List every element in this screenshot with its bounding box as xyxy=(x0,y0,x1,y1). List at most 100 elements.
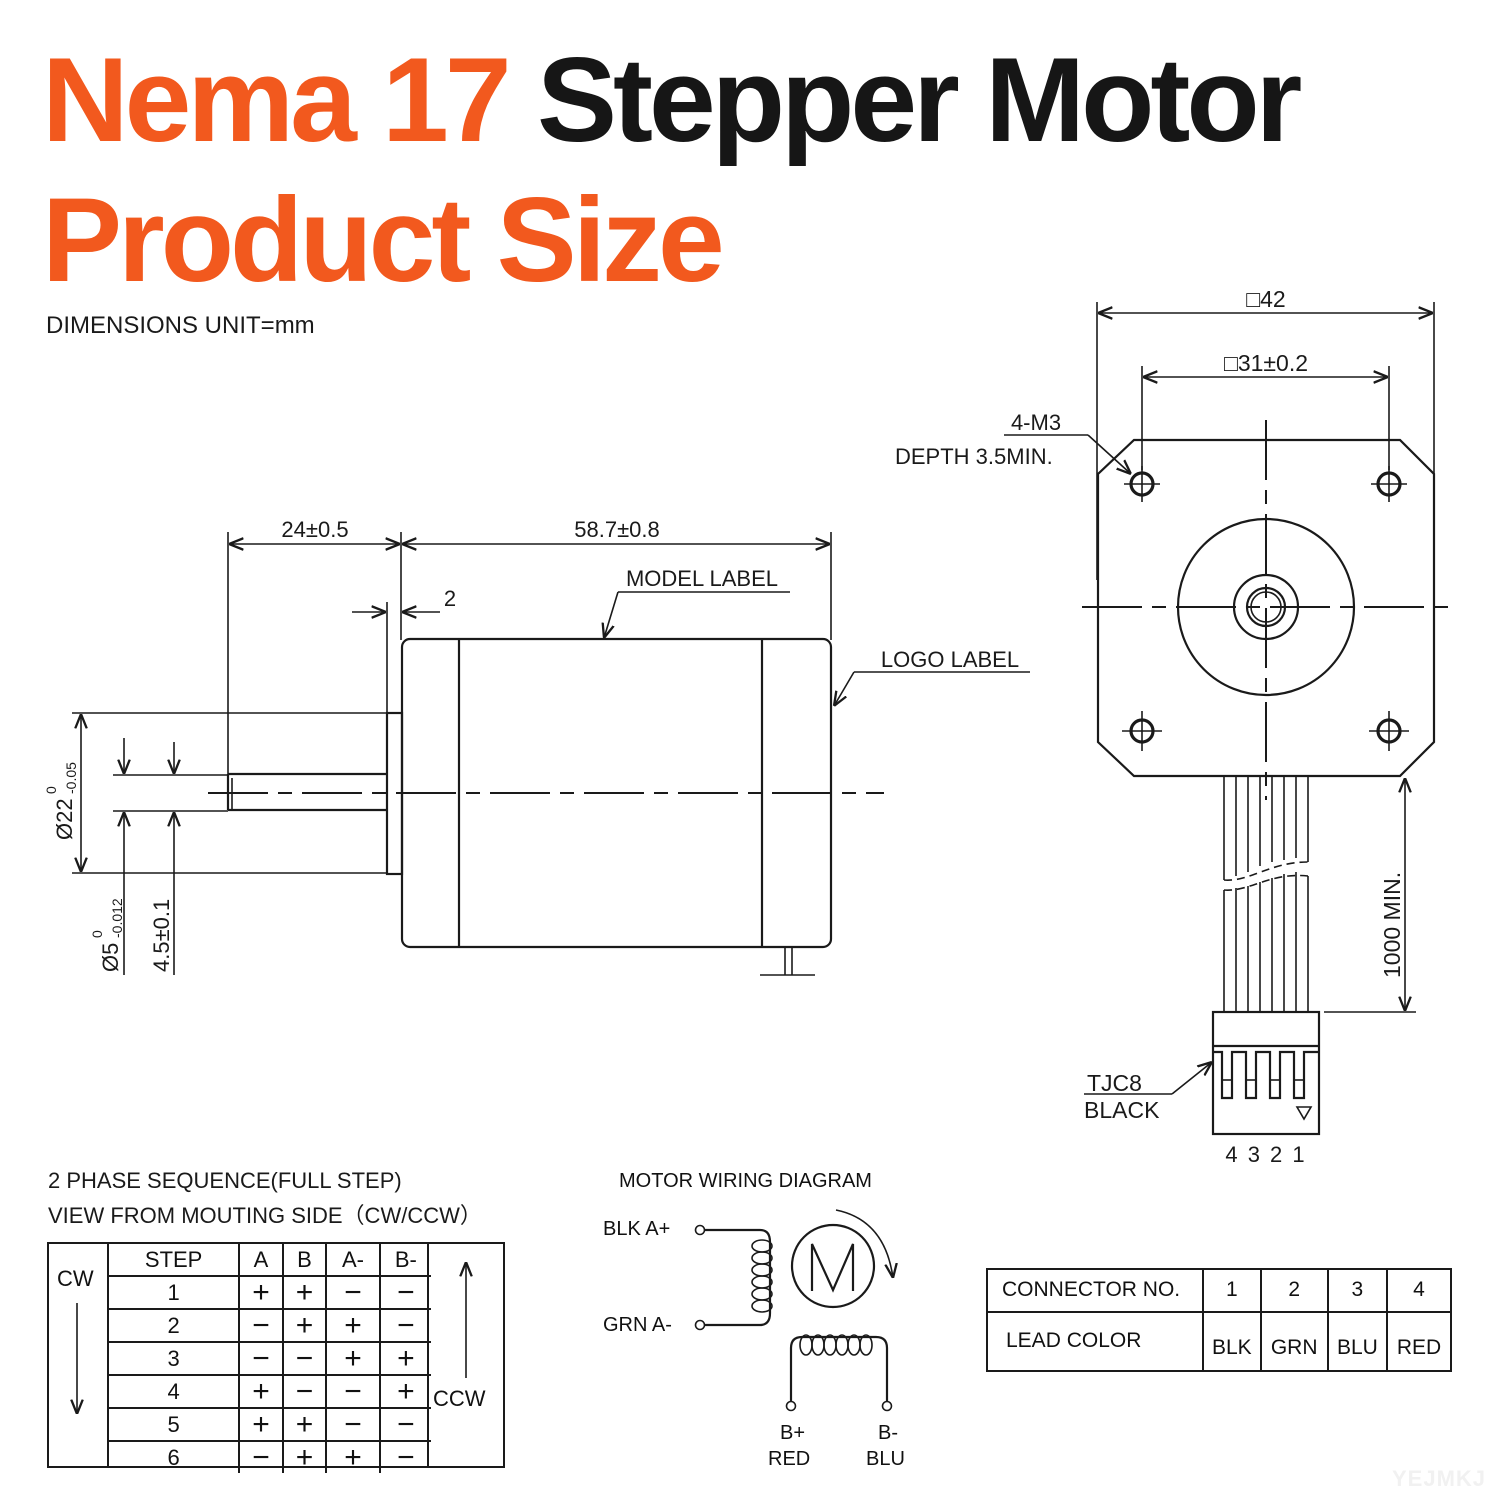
front-view: □42 □31±0.2 4-M3 DEPTH 3.5MI xyxy=(895,286,1452,1167)
lead-wires xyxy=(1223,777,1309,1013)
phase-value: − xyxy=(238,1440,284,1473)
phase-value: + xyxy=(325,1308,381,1343)
a-plus-label: BLK A+ xyxy=(603,1218,671,1240)
svg-text:Ø22: Ø22 xyxy=(52,798,77,840)
phase-value: + xyxy=(238,1407,284,1442)
ccw-label: CCW xyxy=(433,1386,486,1411)
hole-spacing-dim: □31±0.2 xyxy=(1224,350,1308,376)
cw-label: CW xyxy=(57,1266,94,1291)
title-product: Stepper Motor xyxy=(537,33,1302,167)
phase-value: − xyxy=(378,1440,431,1473)
table-row: 4 + − − + xyxy=(109,1374,431,1409)
phase-value: − xyxy=(325,1275,381,1310)
shaft-length-dim: 24±0.5 xyxy=(281,517,348,542)
svg-text:0: 0 xyxy=(43,786,59,794)
svg-text:Ø5: Ø5 xyxy=(98,943,123,972)
connector-type-label: TJC8 xyxy=(1087,1070,1142,1096)
svg-text:4.5±0.1: 4.5±0.1 xyxy=(149,899,174,972)
b-minus-label: B- xyxy=(878,1422,898,1444)
step-number: 1 xyxy=(109,1275,241,1310)
step-number: 4 xyxy=(109,1374,241,1409)
mount-hole-icon xyxy=(1122,466,1409,751)
phase-value: + xyxy=(281,1407,328,1442)
step-number: 5 xyxy=(109,1407,241,1442)
svg-text:0: 0 xyxy=(89,930,105,938)
lead-color: BLK xyxy=(1202,1310,1262,1373)
col-step: STEP xyxy=(109,1244,241,1277)
table-row: 5 + + − − xyxy=(109,1407,431,1442)
wiring-diagram xyxy=(77,1209,893,1414)
connector-table: CONNECTOR NO. 1 2 3 4 LEAD COLOR BLK GRN… xyxy=(986,1268,1453,1373)
boss-diameter-dim: Ø22 0 -0.05 xyxy=(43,762,79,840)
side-view: 24±0.5 58.7±0.8 2 MODEL LABEL LOGO LABEL xyxy=(43,517,1030,976)
body-length-dim: 58.7±0.8 xyxy=(574,517,659,542)
connector-color-label: BLACK xyxy=(1084,1097,1160,1123)
lead-color-row: LEAD COLOR BLK GRN BLU RED xyxy=(986,1310,1453,1373)
phase-value: − xyxy=(281,1374,328,1409)
mount-depth-callout: DEPTH 3.5MIN. xyxy=(895,444,1053,469)
phase-value: + xyxy=(325,1440,381,1473)
phase-value: + xyxy=(281,1440,328,1473)
phase-value: + xyxy=(378,1374,431,1409)
table-row: 2 − + + − xyxy=(109,1308,431,1343)
svg-text:1000 MIN.: 1000 MIN. xyxy=(1379,872,1405,978)
table-row: 1 + + − − xyxy=(109,1275,431,1310)
b-minus-color: BLU xyxy=(866,1448,905,1470)
a-minus-label: GRN A- xyxy=(603,1314,672,1336)
flat-depth-dim: 4.5±0.1 xyxy=(149,899,174,972)
watermark: YEJMKJ xyxy=(1392,1466,1487,1491)
flange-step-dim: 2 xyxy=(444,586,456,611)
step-number: 6 xyxy=(109,1440,241,1473)
connector-number: 1 xyxy=(1202,1268,1262,1313)
col-b: B xyxy=(281,1244,328,1277)
connector-number: 4 xyxy=(1385,1268,1453,1313)
phase-value: + xyxy=(325,1341,381,1376)
lead-color: RED xyxy=(1385,1310,1453,1373)
phase-sequence-grid: STEP A B A- B- 1 + + − − 2 − + + − 3 − −… xyxy=(109,1244,431,1473)
frame-size-dim: □42 xyxy=(1246,286,1285,312)
step-number: 2 xyxy=(109,1308,241,1343)
connector-number: 3 xyxy=(1326,1268,1388,1313)
table-row: 6 − + + − xyxy=(109,1440,431,1473)
b-plus-label: B+ xyxy=(780,1422,806,1444)
phase-sequence-caption-2: VIEW FROM MOUTING SIDE（CW/CCW） xyxy=(48,1203,482,1228)
connector-number-row: CONNECTOR NO. 1 2 3 4 xyxy=(986,1268,1453,1313)
units-note: DIMENSIONS UNIT=mm xyxy=(46,312,315,339)
phase-value: − xyxy=(378,1407,431,1442)
model-label-callout: MODEL LABEL xyxy=(626,566,778,591)
b-plus-color: RED xyxy=(768,1448,811,1470)
phase-value: + xyxy=(378,1341,431,1376)
svg-text:-0.012: -0.012 xyxy=(109,898,125,938)
col-a-minus: A- xyxy=(325,1244,381,1277)
mount-holes-callout: 4-M3 xyxy=(1011,410,1061,435)
col-b-minus: B- xyxy=(378,1244,431,1277)
phase-value: − xyxy=(378,1308,431,1343)
table-header-row: STEP A B A- B- xyxy=(109,1244,431,1277)
cw-column: CW xyxy=(49,1244,109,1466)
lead-length-dim: 1000 MIN. xyxy=(1379,872,1405,978)
title-model: Nema 17 xyxy=(42,33,512,167)
phase-value: − xyxy=(325,1374,381,1409)
step-number: 3 xyxy=(109,1341,241,1376)
col-a: A xyxy=(238,1244,284,1277)
connector-icon xyxy=(1211,1010,1321,1136)
page-subtitle: Product Size xyxy=(42,173,725,307)
lead-color: BLU xyxy=(1326,1310,1388,1373)
connector-number: 2 xyxy=(1259,1268,1329,1313)
connector-no-header: CONNECTOR NO. xyxy=(986,1268,1204,1313)
phase-value: + xyxy=(281,1275,328,1310)
lead-color: GRN xyxy=(1259,1310,1329,1373)
motor-symbol-icon xyxy=(790,1223,876,1309)
logo-label-callout: LOGO LABEL xyxy=(881,647,1019,672)
wiring-diagram-title: MOTOR WIRING DIAGRAM xyxy=(619,1170,872,1192)
lead-color-header: LEAD COLOR xyxy=(986,1310,1204,1373)
phase-value: + xyxy=(238,1374,284,1409)
phase-value: − xyxy=(325,1407,381,1442)
phase-sequence-table: CW STEP A B A- B- 1 + + − − 2 − + + − 3 … xyxy=(47,1242,505,1473)
connector-pin-numbers: 4 3 2 1 xyxy=(1225,1142,1306,1167)
phase-value: − xyxy=(378,1275,431,1310)
phase-value: − xyxy=(281,1341,328,1376)
shaft-diameter-dim: Ø5 0 -0.012 xyxy=(89,898,125,972)
page-title: Nema 17 Stepper Motor xyxy=(42,40,1302,160)
